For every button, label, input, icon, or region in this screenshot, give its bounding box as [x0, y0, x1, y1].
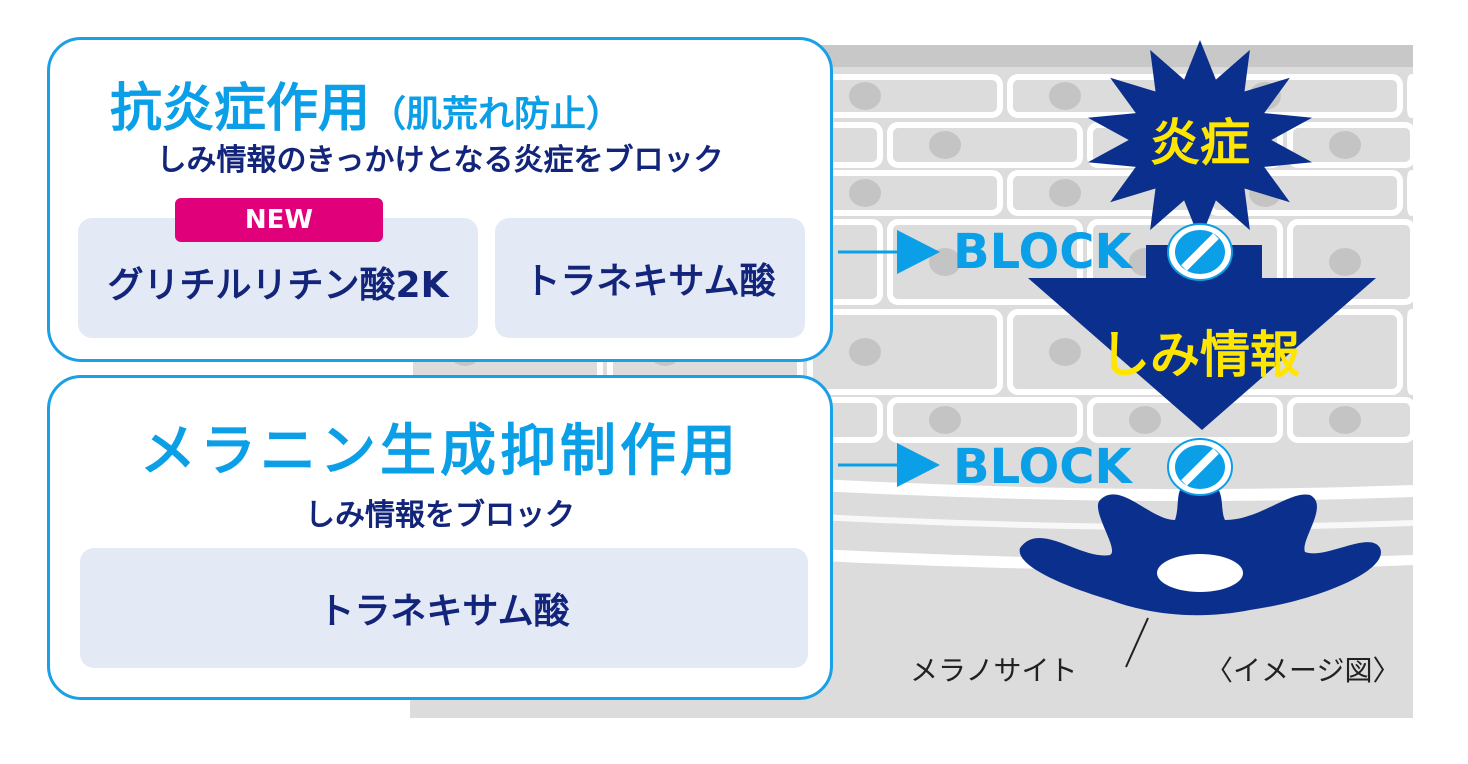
cell-nucleus [849, 82, 881, 110]
cell-nucleus [1049, 179, 1081, 207]
skin-cell [1407, 309, 1416, 395]
cell-nucleus [929, 248, 961, 276]
ingredient-chip: トラネキサム酸 [80, 548, 808, 668]
ingredient-name: グリチルリチン酸2K [107, 265, 449, 306]
inflammation-label: 炎症 [1150, 114, 1250, 172]
ingredient-chip: トラネキサム酸 [495, 218, 805, 338]
panel-title: メラニン生成抑制作用 [140, 419, 740, 484]
inflammation-burst [1087, 40, 1313, 240]
cell-nucleus [1329, 406, 1361, 434]
cell-nucleus [1329, 131, 1361, 159]
panel-subtitle: しみ情報をブロック [305, 498, 575, 533]
skin-cell [887, 219, 1083, 305]
cell-nucleus [1049, 338, 1081, 366]
ingredient-name: トラネキサム酸 [524, 261, 776, 302]
skin-cell [807, 170, 1003, 216]
skin-cell [887, 122, 1083, 168]
cell-nucleus [1129, 406, 1161, 434]
skin-cell [1407, 170, 1416, 216]
ingredient-name: トラネキサム酸 [318, 591, 570, 632]
arrow-1-icon [838, 230, 940, 274]
down-arrow [1028, 245, 1376, 430]
melanocyte-pointer [1125, 617, 1149, 668]
cell-nucleus [929, 131, 961, 159]
cell-nucleus [929, 406, 961, 434]
skin-cell [887, 397, 1083, 443]
cell-nucleus [849, 179, 881, 207]
cell-nucleus [849, 338, 881, 366]
melanin-inhibition-panel: メラニン生成抑制作用 しみ情報をブロック トラネキサム酸 [47, 375, 833, 700]
anti-inflammatory-panel: 抗炎症作用（肌荒れ防止） しみ情報のきっかけとなる炎症をブロック グリチルリチン… [47, 37, 833, 362]
title-paren: （肌荒れ防止） [370, 94, 623, 135]
new-badge: NEW [175, 198, 383, 242]
skin-cell [1407, 74, 1416, 118]
melanocyte [1019, 485, 1381, 616]
block-sign-2-icon [1167, 438, 1233, 496]
panel-subtitle: しみ情報のきっかけとなる炎症をブロック [156, 143, 724, 178]
block-label-1: BLOCK [953, 224, 1133, 280]
block-sign-1-icon [1167, 223, 1233, 281]
skin-cell [807, 309, 1003, 395]
skin-cell [807, 74, 1003, 118]
arrow-2-icon [838, 443, 940, 487]
panel-title: 抗炎症作用（肌荒れ防止） [90, 66, 622, 141]
melanocyte-label: メラノサイト [910, 654, 1077, 687]
cell-nucleus [1049, 82, 1081, 110]
spot-signal-label: しみ情報 [1100, 326, 1300, 384]
block-label-2: BLOCK [953, 439, 1133, 495]
image-note: 〈イメージ図〉 [1205, 654, 1400, 687]
cell-nucleus [1329, 248, 1361, 276]
melanocyte-nucleus [1157, 554, 1243, 592]
title-main: 抗炎症作用 [110, 79, 371, 139]
